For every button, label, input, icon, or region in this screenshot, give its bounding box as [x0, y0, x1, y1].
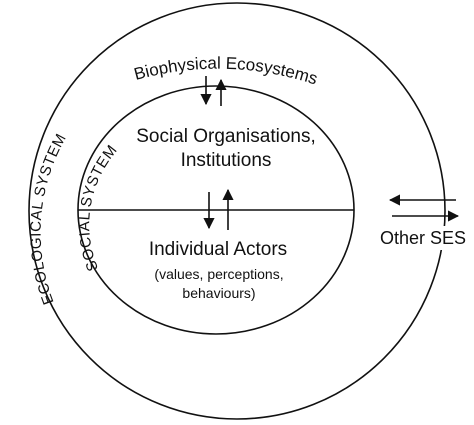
biophysical-ecosystems-label: Biophysical Ecosystems	[132, 54, 320, 89]
institutions-text: Institutions	[181, 150, 272, 171]
social-system-label: SOCIAL SYSTEM	[76, 142, 121, 274]
behaviours-text: behaviours)	[182, 285, 255, 301]
values-perceptions-text: (values, perceptions,	[154, 266, 283, 282]
other-ses-label: Other SES	[380, 228, 466, 248]
other-ses-label-backing	[380, 226, 466, 250]
individual-actors-text: Individual Actors	[149, 239, 287, 260]
ecological-system-circle	[28, 2, 446, 420]
social-organisations-text: Social Organisations,	[136, 126, 316, 147]
ecological-system-label: ECOLOGICAL SYSTEM	[28, 131, 70, 307]
